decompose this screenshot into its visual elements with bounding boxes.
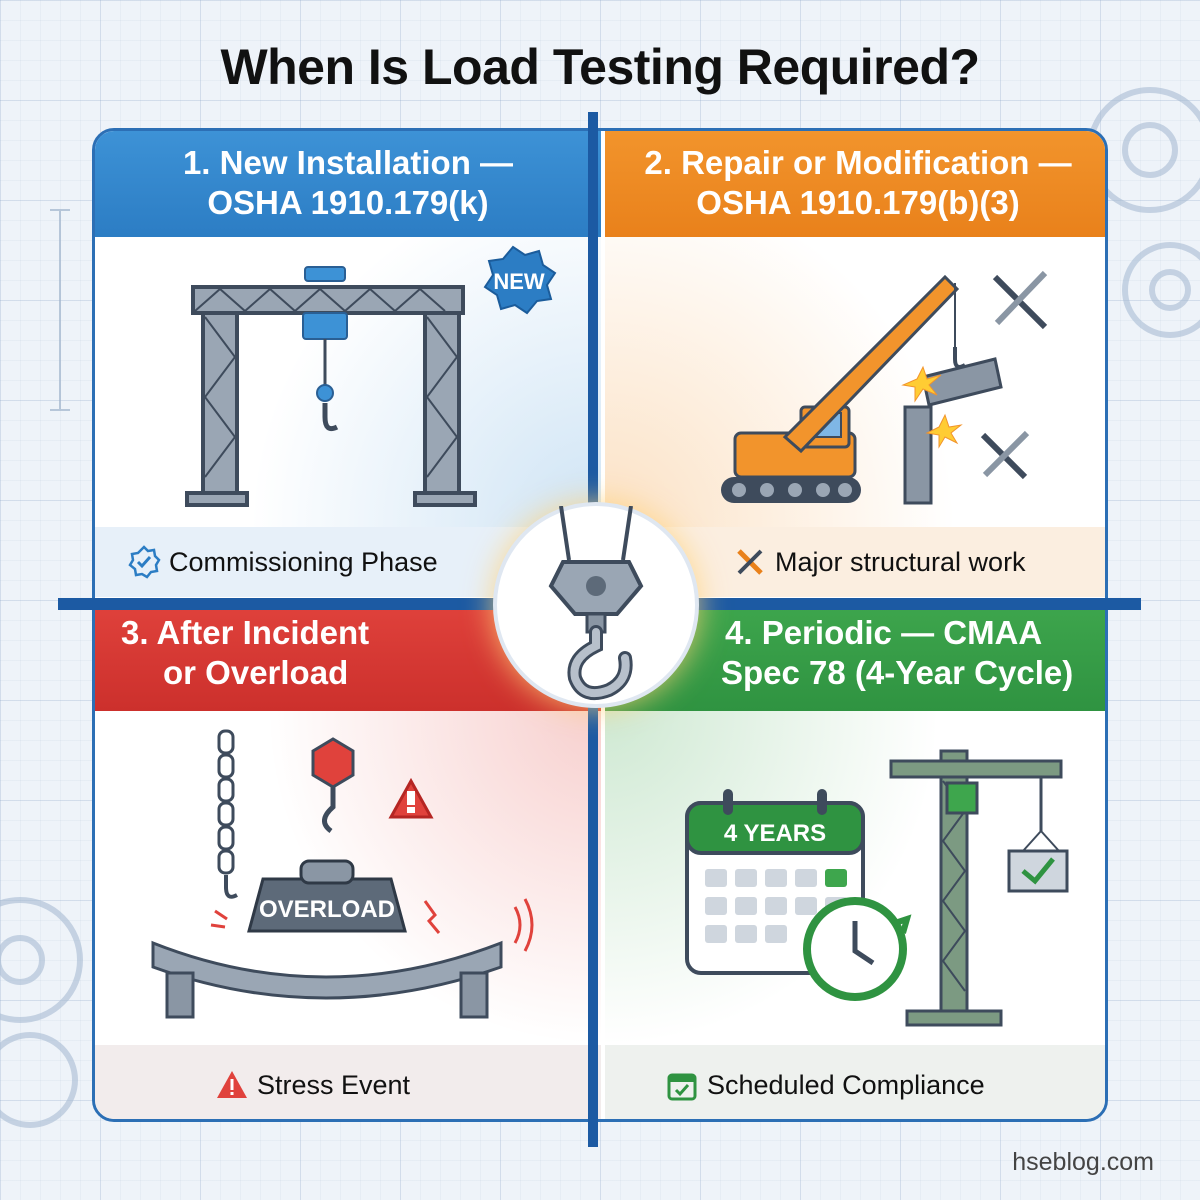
heading-line-1: 1. New Installation — xyxy=(182,144,514,181)
quadrant-illustration: 4 YEARS xyxy=(605,711,1105,1045)
heading-line-1: 4. Periodic — CMAA xyxy=(725,614,1043,651)
quadrant-illustration xyxy=(605,237,1105,527)
calendar-label: 4 YEARS xyxy=(724,820,826,847)
mobile-crane-welding-icon xyxy=(721,270,1048,505)
quadrant-heading: 4. Periodic — CMAA Spec 78 (4-Year Cycle… xyxy=(605,601,1105,711)
warning-icon xyxy=(217,1071,247,1098)
quadrant-heading: 1. New Installation — OSHA 1910.179(k) xyxy=(95,131,601,237)
site-credit: hseblog.com xyxy=(1012,1148,1154,1176)
check-badge-icon xyxy=(128,545,161,579)
heading-line-2: or Overload xyxy=(163,654,349,691)
quadrant-heading: 2. Repair or Modification — OSHA 1910.17… xyxy=(605,131,1105,237)
page-title: When Is Load Testing Required? xyxy=(220,39,980,95)
footer-label: Major structural work xyxy=(775,546,1026,577)
footer-label: Stress Event xyxy=(257,1069,411,1100)
calendar-tower-crane-icon: 4 YEARS xyxy=(685,749,1069,1027)
quadrant-periodic: 4. Periodic — CMAA Spec 78 (4-Year Cycle… xyxy=(605,601,1105,1119)
footer-label: Scheduled Compliance xyxy=(707,1069,985,1100)
quadrant-illustration: NEW xyxy=(95,237,601,527)
new-badge: NEW xyxy=(493,269,545,294)
heading-line-1: 3. After Incident xyxy=(121,614,370,651)
tools-icon xyxy=(737,549,763,575)
heading-line-1: 2. Repair or Modification — xyxy=(644,144,1072,181)
quadrant-illustration: OVERLOAD xyxy=(95,711,601,1045)
crane-hook-icon xyxy=(548,506,644,700)
quadrant-new-installation: 1. New Installation — OSHA 1910.179(k) xyxy=(95,131,601,597)
quadrant-footer: Stress Event xyxy=(95,1045,601,1119)
gantry-crane-icon: NEW xyxy=(185,245,557,507)
overload-beam-icon: OVERLOAD xyxy=(151,729,534,1019)
quadrant-repair-modification: 2. Repair or Modification — OSHA 1910.17… xyxy=(605,131,1105,597)
quadrant-footer: Scheduled Compliance xyxy=(605,1045,1105,1119)
center-hook-medallion xyxy=(493,502,699,708)
calendar-check-icon xyxy=(667,1073,697,1101)
heading-line-2: OSHA 1910.179(b)(3) xyxy=(696,184,1020,221)
heading-line-2: OSHA 1910.179(k) xyxy=(207,184,489,221)
background-dimension-lines xyxy=(50,209,70,411)
overload-label: OVERLOAD xyxy=(259,896,395,923)
heading-line-2: Spec 78 (4-Year Cycle) xyxy=(721,654,1074,691)
footer-label: Commissioning Phase xyxy=(169,546,438,577)
background-gear-icon xyxy=(0,897,83,1128)
